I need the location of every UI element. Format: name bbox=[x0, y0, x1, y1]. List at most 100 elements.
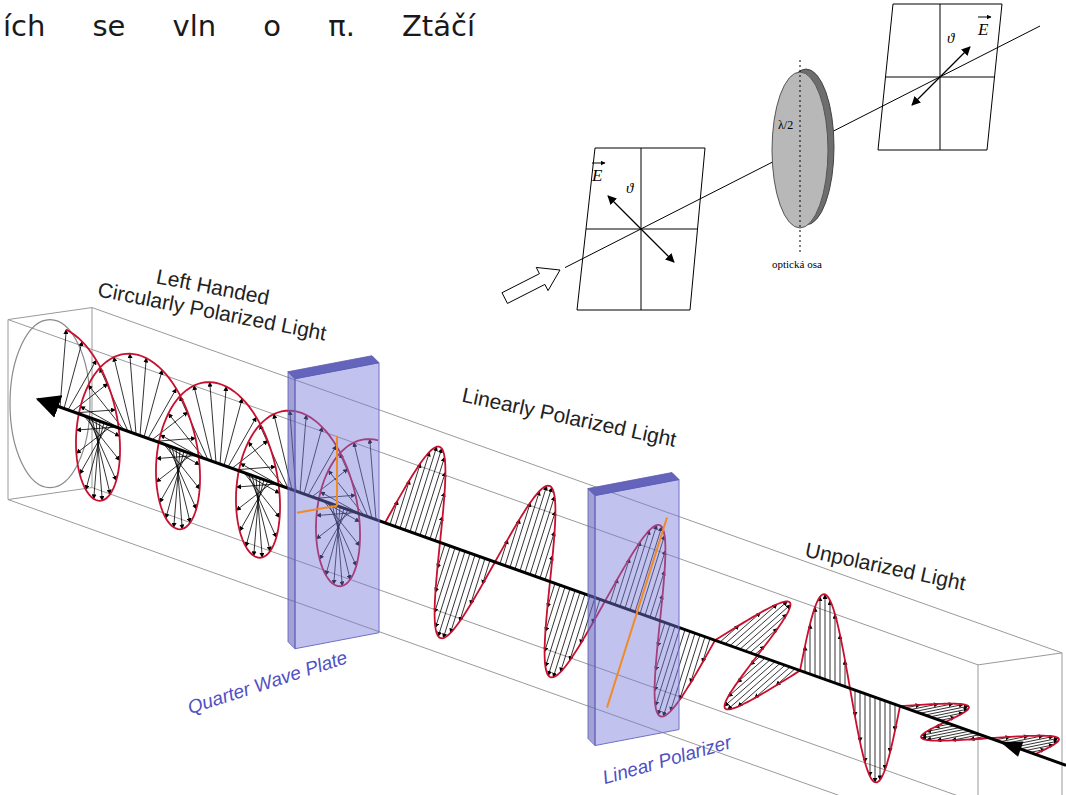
field-arrow bbox=[835, 614, 836, 683]
linear-polarizer bbox=[588, 473, 679, 746]
field-vector bbox=[912, 77, 940, 105]
field-arrow bbox=[740, 605, 790, 649]
plate-edge bbox=[288, 356, 379, 379]
field-arrow bbox=[840, 635, 841, 685]
angle-symbol: ϑ bbox=[626, 180, 633, 197]
field-arrow bbox=[60, 330, 66, 408]
field-arrow bbox=[144, 370, 162, 437]
field-vector bbox=[641, 229, 674, 262]
plate-label: λ/2 bbox=[778, 119, 793, 133]
field-arrow bbox=[94, 421, 100, 499]
tube-edge bbox=[8, 500, 978, 795]
field-arrow bbox=[880, 699, 881, 780]
angle-symbol: ϑ bbox=[947, 30, 954, 47]
vector-symbol: E bbox=[978, 20, 988, 40]
field-arrow bbox=[515, 491, 540, 569]
plate-edge bbox=[588, 489, 595, 746]
field-arrow bbox=[815, 607, 816, 676]
field-arrow bbox=[470, 558, 485, 604]
plate-face bbox=[595, 480, 679, 746]
field-arrow bbox=[435, 550, 460, 628]
region-label: Unpolarized Light bbox=[803, 538, 968, 596]
field-arrow bbox=[86, 423, 104, 490]
vector-overline bbox=[592, 163, 605, 164]
field-arrow bbox=[875, 697, 876, 782]
field-arrow bbox=[548, 590, 575, 675]
field-arrow bbox=[825, 594, 826, 679]
plate-face bbox=[295, 363, 379, 649]
field-arrow bbox=[130, 354, 136, 435]
field-arrow bbox=[400, 463, 420, 528]
field-arrow bbox=[755, 667, 790, 698]
body-text: ích se vln o π. Ztáčí bbox=[3, 10, 475, 43]
field-arrow bbox=[810, 624, 811, 674]
unpolarized-wave bbox=[900, 704, 1059, 755]
field-arrow bbox=[140, 358, 146, 436]
vector-symbol: E bbox=[592, 166, 602, 186]
field-vector bbox=[940, 47, 970, 77]
region-label: Linearly Polarized Light bbox=[460, 383, 679, 452]
field-arrow bbox=[166, 451, 184, 518]
field-arrow bbox=[72, 384, 108, 412]
line-spacer bbox=[288, 290, 380, 327]
field-arrow bbox=[156, 456, 196, 459]
quarter-wave-plate bbox=[288, 356, 379, 649]
field-arrow bbox=[420, 457, 445, 535]
field-arrow bbox=[505, 519, 520, 565]
beam-tube bbox=[8, 308, 1062, 795]
axis-label: optická osa bbox=[772, 258, 822, 271]
light-direction-arrow bbox=[502, 267, 560, 303]
field-arrow bbox=[224, 399, 242, 466]
optical-axis bbox=[800, 60, 801, 252]
wave-envelope bbox=[900, 704, 1059, 755]
field-arrow bbox=[405, 452, 430, 530]
field-arrow bbox=[210, 382, 216, 463]
field-arrow bbox=[737, 658, 765, 682]
plate-edge bbox=[288, 372, 295, 649]
field-arrow bbox=[545, 589, 570, 667]
field-arrow bbox=[570, 596, 590, 661]
field-arrow bbox=[246, 480, 264, 547]
field-arrow bbox=[725, 662, 775, 706]
field-arrow bbox=[220, 387, 226, 465]
field-arrow bbox=[750, 628, 778, 652]
tube-edge bbox=[92, 488, 1062, 795]
field-arrow bbox=[865, 694, 866, 763]
field-arrow bbox=[194, 386, 212, 462]
vector-overline bbox=[978, 17, 991, 18]
beam-axis bbox=[565, 26, 1040, 268]
field-arrow bbox=[885, 701, 886, 770]
field-arrow bbox=[680, 635, 700, 700]
field-arrow bbox=[114, 357, 132, 433]
field-arrow bbox=[530, 496, 555, 574]
line-spacer bbox=[101, 254, 159, 284]
field-arrow bbox=[690, 637, 705, 683]
beam-axis bbox=[38, 399, 1066, 765]
tube-end-face bbox=[978, 653, 1062, 795]
field-arrow bbox=[870, 695, 871, 776]
field-arrow bbox=[152, 412, 188, 440]
field-arrow bbox=[64, 342, 82, 409]
field-arrow bbox=[438, 551, 465, 636]
field-arrow bbox=[395, 480, 410, 526]
field-arrow bbox=[510, 502, 530, 567]
polarization-frame bbox=[577, 148, 705, 310]
region-label: Left Handed Circularly Polarized Light bbox=[96, 254, 380, 355]
beam-arrowhead bbox=[1000, 742, 1023, 757]
field-arrow bbox=[830, 600, 831, 681]
field-arrow bbox=[560, 594, 585, 672]
plate-axis-mark bbox=[336, 436, 338, 506]
polarization-frame bbox=[878, 4, 1002, 150]
field-arrow bbox=[254, 478, 260, 556]
field-arrow bbox=[450, 555, 475, 633]
field-arrow bbox=[232, 441, 268, 469]
component-label: Quarter Wave Plate bbox=[185, 647, 350, 719]
tube-edge bbox=[8, 320, 978, 665]
field-arrow bbox=[860, 692, 861, 742]
field-arrow bbox=[76, 427, 116, 430]
plate-axis-mark bbox=[297, 506, 337, 513]
main-illustration bbox=[8, 308, 1066, 795]
field-arrow bbox=[460, 557, 480, 622]
field-arrow bbox=[174, 450, 180, 528]
